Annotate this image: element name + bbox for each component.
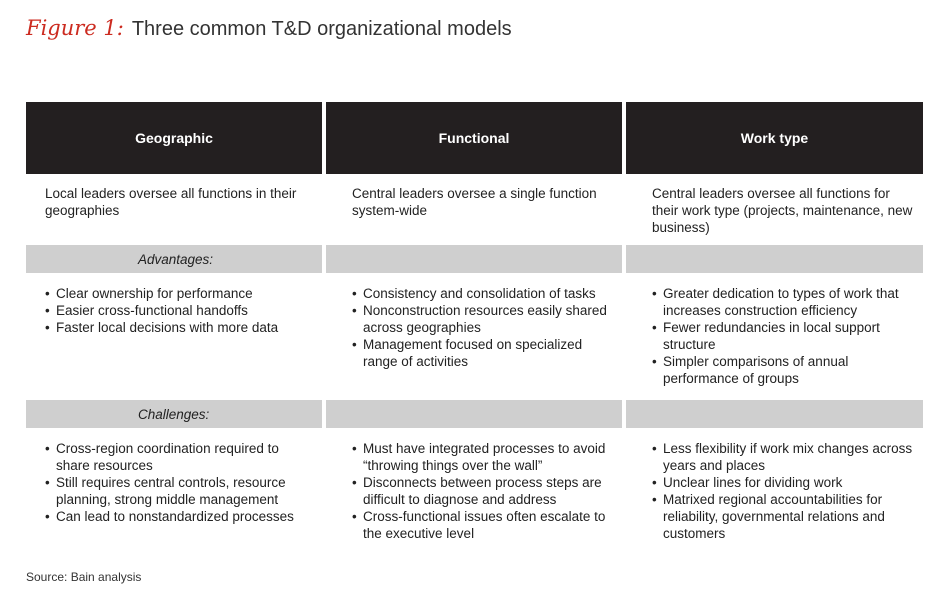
list-item: Cross-functional issues often escalate t… xyxy=(352,508,614,542)
description-geographic: Local leaders oversee all functions in t… xyxy=(45,186,297,218)
list-item: Easier cross-functional handoffs xyxy=(45,302,314,319)
challenges-work-type: Less flexibility if work mix changes acr… xyxy=(626,428,923,573)
list-item: Matrixed regional accountabilities for r… xyxy=(652,491,915,542)
description-work-type: Central leaders oversee all functions fo… xyxy=(652,186,913,235)
bullet-list: Consistency and consolidation of tasks N… xyxy=(352,285,614,370)
section-spacer xyxy=(626,400,923,428)
list-item: Management focused on specialized range … xyxy=(352,336,614,370)
advantages-work-type: Greater dedication to types of work that… xyxy=(626,273,923,398)
header-row: Geographic Functional Work type xyxy=(26,102,923,174)
bullet-list: Cross-region coordination required to sh… xyxy=(45,440,314,525)
list-item: Disconnects between process steps are di… xyxy=(352,474,614,508)
header-functional: Functional xyxy=(326,102,622,174)
list-item: Fewer redundancies in local support stru… xyxy=(652,319,915,353)
list-item: Unclear lines for dividing work xyxy=(652,474,915,491)
description-row: Local leaders oversee all functions in t… xyxy=(26,174,923,243)
list-item: Can lead to nonstandardized processes xyxy=(45,508,314,525)
list-item: Must have integrated processes to avoid … xyxy=(352,440,614,474)
list-item: Still requires central controls, resourc… xyxy=(45,474,314,508)
header-geographic: Geographic xyxy=(26,102,322,174)
advantages-label: Advantages: xyxy=(26,245,322,273)
figure-label: Figure 1: xyxy=(26,16,124,40)
challenges-section-row: Challenges: xyxy=(26,400,923,428)
bullet-list: Less flexibility if work mix changes acr… xyxy=(652,440,915,542)
list-item: Nonconstruction resources easily shared … xyxy=(352,302,614,336)
challenges-row: Cross-region coordination required to sh… xyxy=(26,428,923,573)
bullet-list: Clear ownership for performance Easier c… xyxy=(45,285,314,336)
advantages-section-row: Advantages: xyxy=(26,245,923,273)
list-item: Simpler comparisons of annual performanc… xyxy=(652,353,915,387)
section-spacer xyxy=(326,245,622,273)
advantages-row: Clear ownership for performance Easier c… xyxy=(26,273,923,398)
advantages-geographic: Clear ownership for performance Easier c… xyxy=(26,273,322,398)
figure-title: Figure 1: Three common T&D organizational… xyxy=(26,16,512,41)
section-spacer xyxy=(326,400,622,428)
list-item: Less flexibility if work mix changes acr… xyxy=(652,440,915,474)
list-item: Clear ownership for performance xyxy=(45,285,314,302)
list-item: Faster local decisions with more data xyxy=(45,319,314,336)
description-functional: Central leaders oversee a single functio… xyxy=(352,186,597,218)
list-item: Greater dedication to types of work that… xyxy=(652,285,915,319)
figure-title-text: Three common T&D organizational models xyxy=(131,18,512,40)
list-item: Cross-region coordination required to sh… xyxy=(45,440,314,474)
header-work-type: Work type xyxy=(626,102,923,174)
list-item: Consistency and consolidation of tasks xyxy=(352,285,614,302)
bullet-list: Must have integrated processes to avoid … xyxy=(352,440,614,542)
section-spacer xyxy=(626,245,923,273)
org-models-table: Geographic Functional Work type Local le… xyxy=(26,102,923,573)
challenges-functional: Must have integrated processes to avoid … xyxy=(326,428,622,573)
bullet-list: Greater dedication to types of work that… xyxy=(652,285,915,387)
challenges-label: Challenges: xyxy=(26,400,322,428)
challenges-geographic: Cross-region coordination required to sh… xyxy=(26,428,322,573)
source-note: Source: Bain analysis xyxy=(26,570,142,584)
advantages-functional: Consistency and consolidation of tasks N… xyxy=(326,273,622,398)
